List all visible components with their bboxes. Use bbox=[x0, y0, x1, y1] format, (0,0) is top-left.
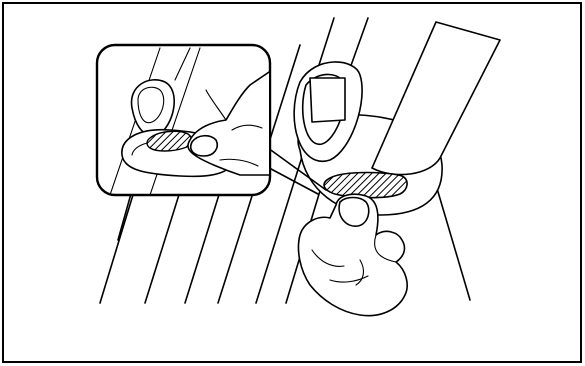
release-button bbox=[324, 173, 407, 198]
figure-frame bbox=[3, 3, 581, 362]
anchor-plate bbox=[310, 78, 345, 122]
